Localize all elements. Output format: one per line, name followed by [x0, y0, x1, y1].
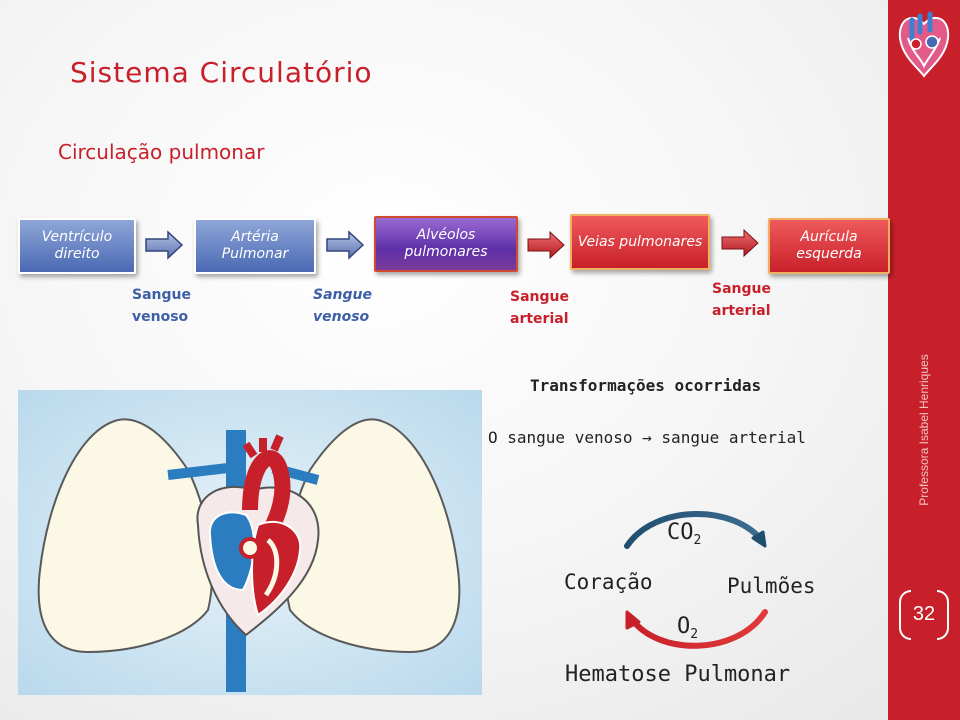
blood-label: Sangue arterial [510, 286, 569, 330]
gas-exchange-cycle [624, 511, 768, 649]
blood-label-line: venoso [313, 309, 370, 325]
page-number: 32 [899, 590, 949, 640]
blood-label: Sangue venoso [313, 284, 372, 328]
blood-label-line: Sangue [510, 289, 569, 305]
flow-step-veias-pulmonares: Veias pulmonares [570, 214, 710, 270]
cycle-caption: Hematose Pulmonar [565, 662, 791, 687]
flow-step-ventriculo-direito: Ventrículo direito [18, 218, 136, 274]
blood-label: Sangue arterial [712, 278, 771, 322]
blood-label: Sangue venoso [132, 284, 191, 328]
co2-label: CO2 [667, 520, 701, 548]
transformations-from: O sangue venoso [488, 428, 633, 447]
heart-anatomy-icon [898, 11, 950, 78]
blood-label-line: Sangue [313, 287, 372, 303]
flow-step-alveolos-pulmonares: Alvéolos pulmonares [374, 216, 518, 272]
flow-step-arteria-pulmonar: Artéria Pulmonar [194, 218, 316, 274]
slide-subtitle: Circulação pulmonar [58, 140, 265, 164]
heart-lungs-illustration [18, 390, 482, 695]
slide-title: Sistema Circulatório [70, 56, 373, 89]
blood-label-line: arterial [510, 311, 569, 327]
right-arrow-icon [721, 228, 759, 258]
co2-subscript: 2 [693, 533, 702, 548]
heart-label: Coração [564, 570, 653, 594]
co2-base: CO [667, 520, 694, 545]
o2-label: O2 [677, 614, 698, 642]
right-arrow-icon: → [642, 428, 652, 447]
o2-subscript: 2 [690, 627, 699, 642]
blood-label-line: arterial [712, 303, 771, 319]
right-arrow-icon [527, 230, 565, 260]
transformations-text: O sangue venoso → sangue arterial [488, 428, 806, 447]
transformations-title: Transformações ocorridas [530, 376, 762, 395]
side-credit: Professora Isabel Henriques [917, 354, 931, 506]
blood-label-line: Sangue [132, 287, 191, 303]
lungs-label: Pulmões [727, 574, 816, 598]
right-arrow-icon [145, 230, 184, 260]
right-arrow-icon [326, 230, 365, 260]
blood-label-line: venoso [132, 309, 189, 325]
transformations-to: sangue arterial [661, 428, 806, 447]
o2-base: O [677, 614, 691, 639]
blood-label-line: Sangue [712, 281, 771, 297]
flow-step-auricula-esquerda: Aurícula esquerda [768, 218, 890, 274]
